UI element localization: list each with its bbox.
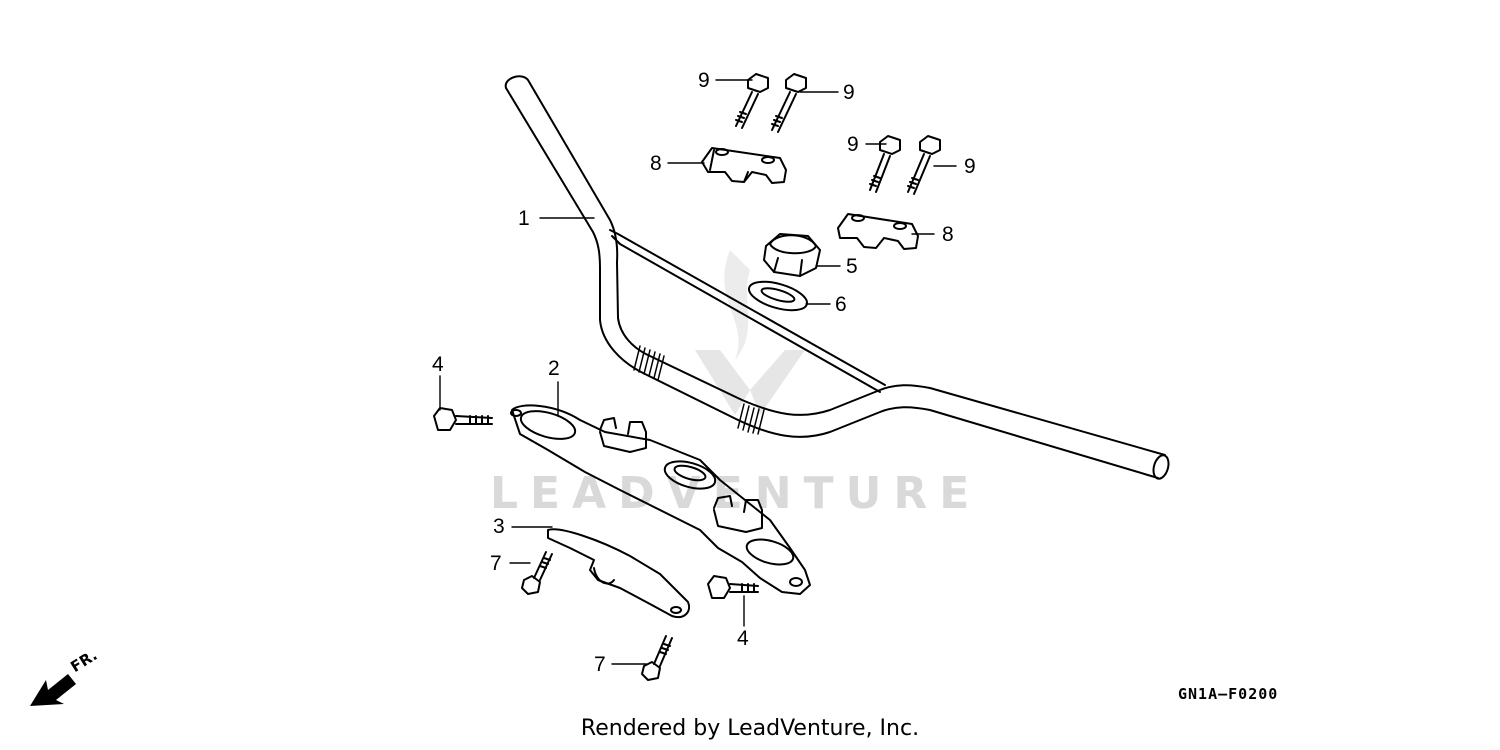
callout-8a[interactable]: 8 <box>650 152 662 175</box>
bolt-9d[interactable] <box>907 135 941 195</box>
callout-4b[interactable]: 4 <box>737 627 749 650</box>
callout-9c[interactable]: 9 <box>847 133 859 156</box>
bolt-9a[interactable] <box>735 73 769 129</box>
callout-3[interactable]: 3 <box>493 515 505 538</box>
lower-holder[interactable] <box>510 404 811 595</box>
callout-7a[interactable]: 7 <box>490 552 502 575</box>
upper-holder-left[interactable] <box>701 147 787 184</box>
bracket[interactable] <box>547 528 690 618</box>
diagram-code: GN1A–F0200 <box>1178 685 1279 703</box>
callout-6[interactable]: 6 <box>835 293 847 316</box>
callout-7b[interactable]: 7 <box>594 653 606 676</box>
bolt-4a[interactable] <box>433 407 493 431</box>
callout-8b[interactable]: 8 <box>942 223 954 246</box>
footer-credit: Rendered by LeadVenture, Inc. <box>580 716 920 741</box>
washer[interactable] <box>746 276 810 316</box>
front-direction-arrow-icon <box>30 674 76 706</box>
callout-5[interactable]: 5 <box>846 255 858 278</box>
bolt-7a[interactable] <box>521 551 553 595</box>
watermark-logo <box>695 250 805 415</box>
callout-9b[interactable]: 9 <box>843 81 855 104</box>
bolt-4b[interactable] <box>707 575 759 599</box>
callout-4a[interactable]: 4 <box>432 353 444 376</box>
nut[interactable] <box>763 233 821 277</box>
callout-2[interactable]: 2 <box>548 357 560 380</box>
bolt-9b[interactable] <box>771 73 807 133</box>
watermark-text: LEADVENTURE <box>490 468 982 519</box>
bolt-7b[interactable] <box>641 635 673 681</box>
callout-9d[interactable]: 9 <box>964 155 976 178</box>
handlebar[interactable] <box>504 75 1171 480</box>
callout-1[interactable]: 1 <box>518 207 530 230</box>
bolt-9c[interactable] <box>869 135 901 193</box>
callout-9a[interactable]: 9 <box>698 69 710 92</box>
upper-holder-right[interactable] <box>837 213 919 250</box>
